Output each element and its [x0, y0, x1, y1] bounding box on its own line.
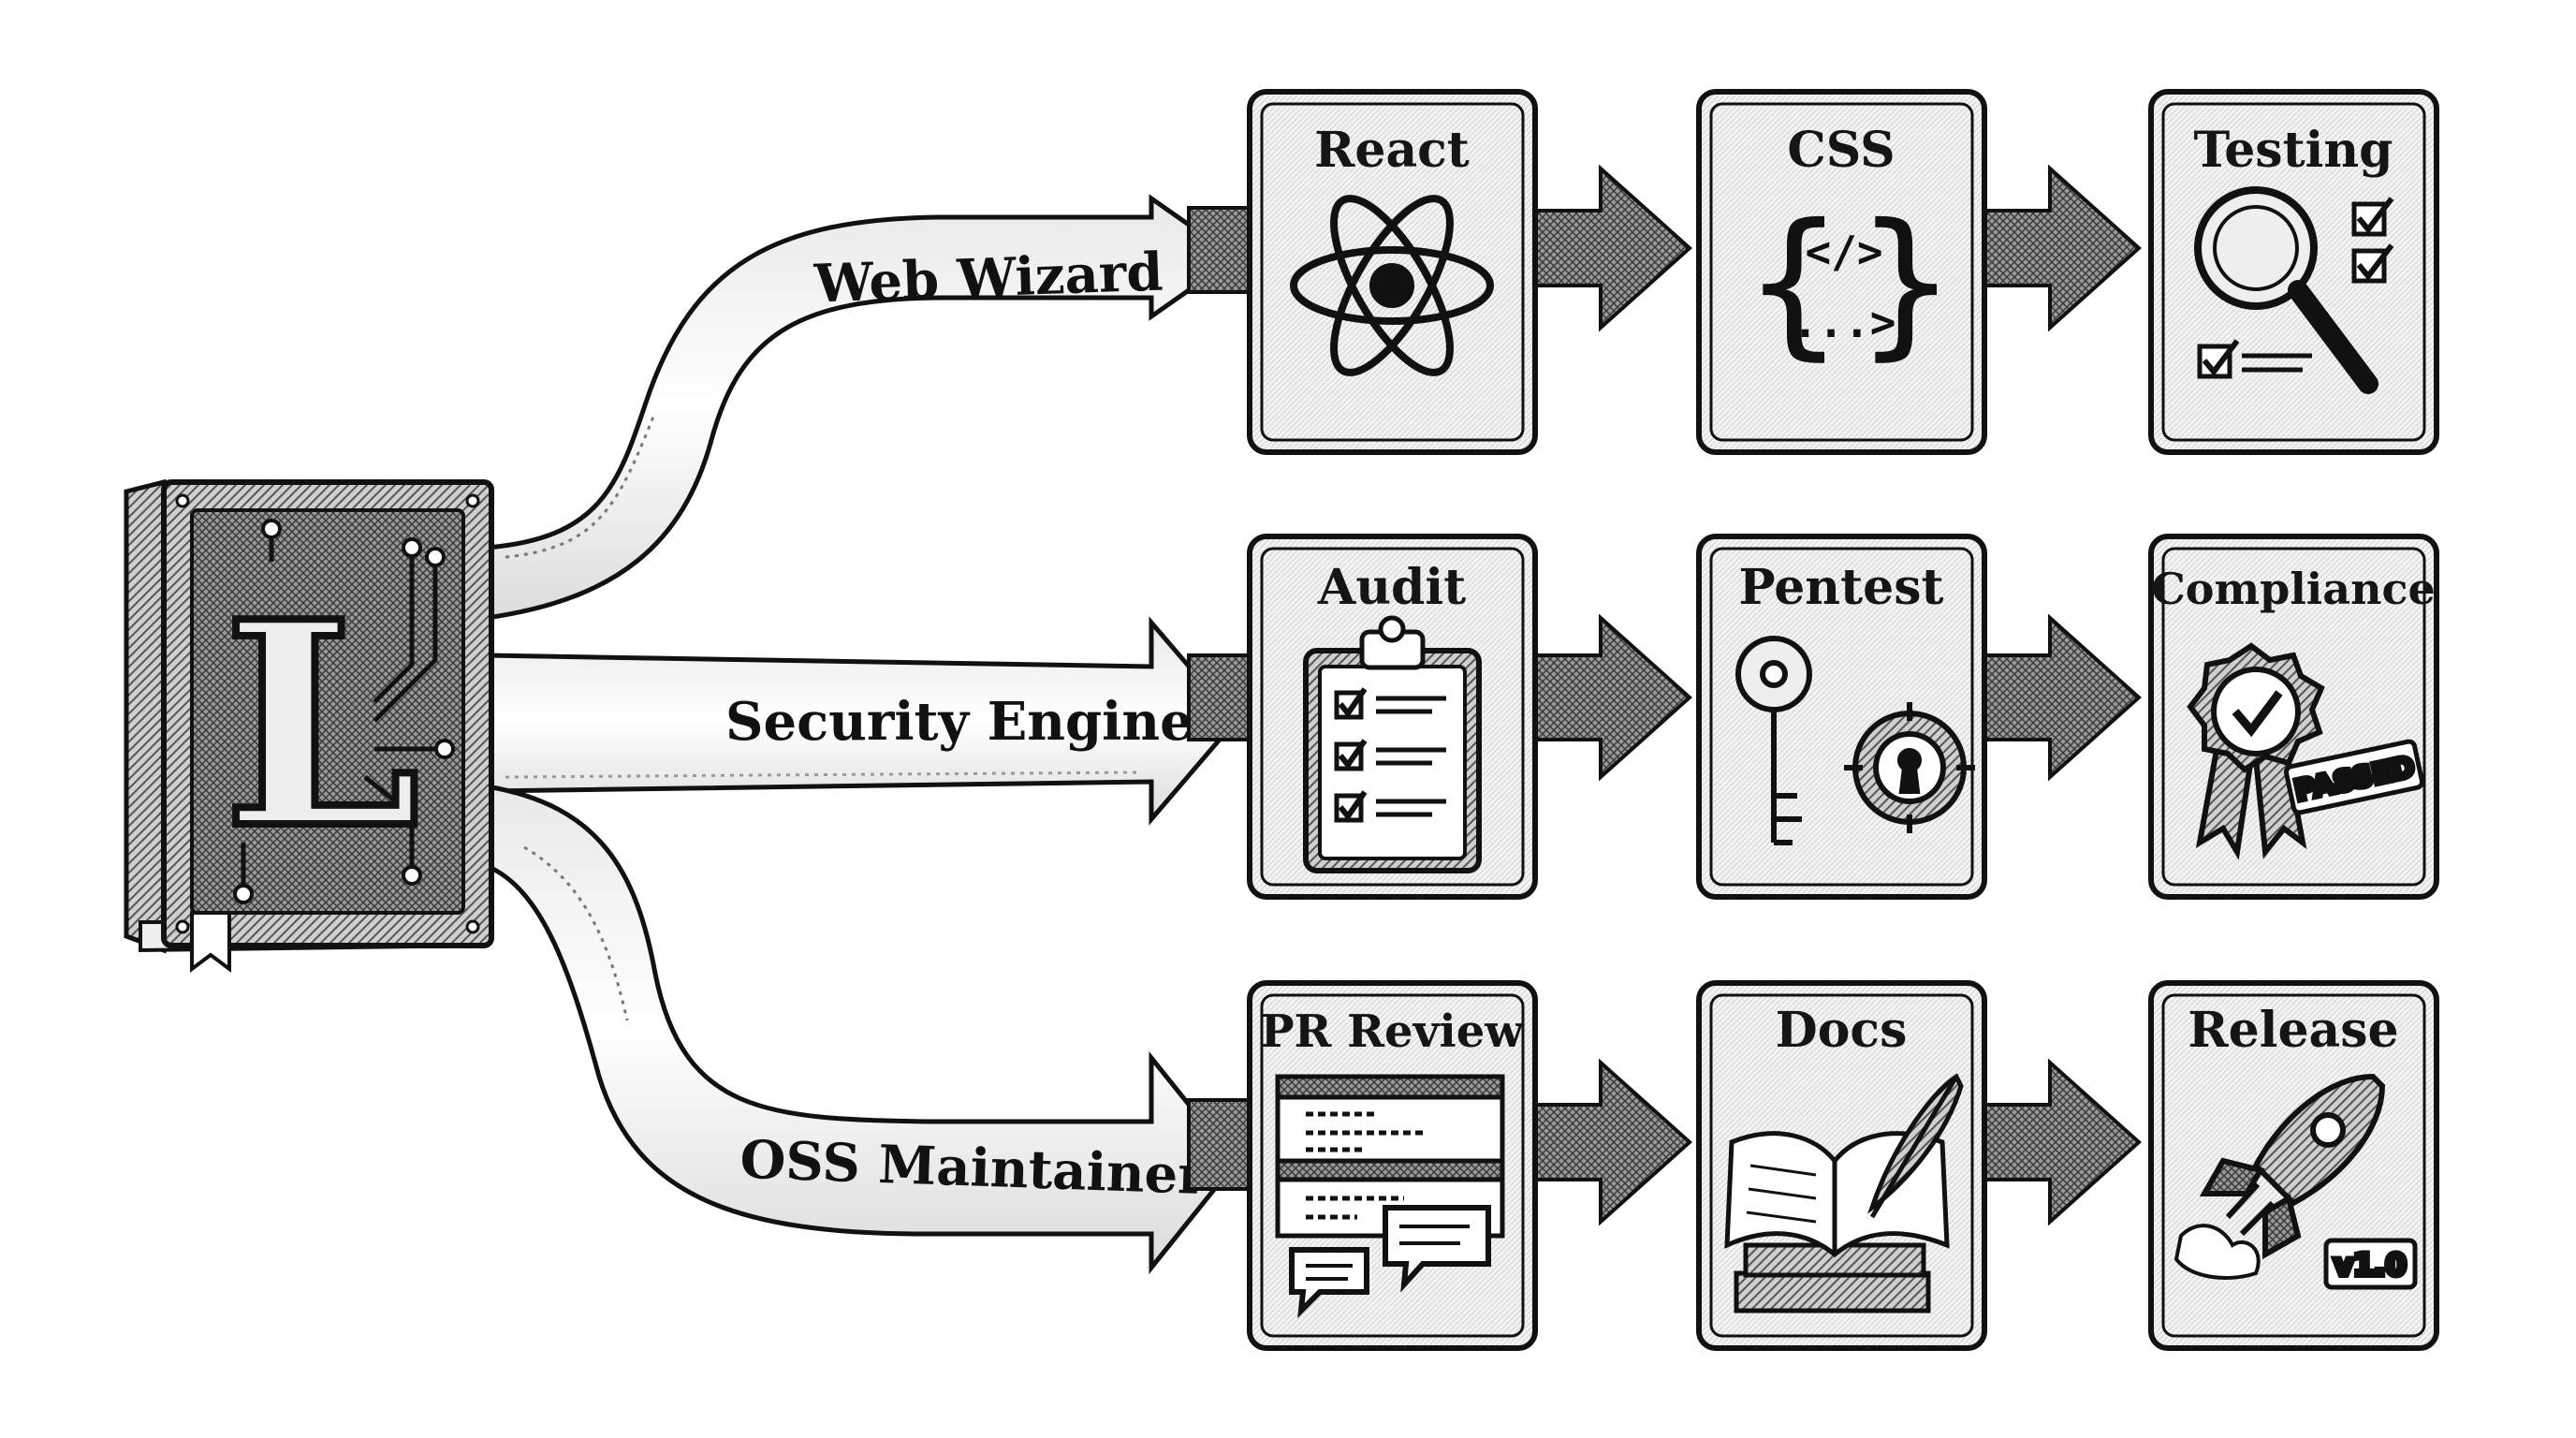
- path-label-web-wizard: Web Wizard: [812, 242, 1164, 315]
- arrow-pr-to-docs: [1533, 1058, 1692, 1226]
- card-title-css: CSS: [1787, 122, 1895, 179]
- card-compliance[interactable]: Compliance PASSED: [2148, 534, 2439, 900]
- css-code-top: </>: [1805, 227, 1882, 277]
- css-braces-icon: { } </> ...>: [1746, 190, 1954, 375]
- card-title-release: Release: [2188, 1002, 2398, 1059]
- ribbon-security-engineer: [484, 616, 1239, 826]
- path-label-security-engineer: Security Engineer: [725, 691, 1255, 753]
- ribbon-oss-maintainer: [484, 784, 1239, 1275]
- key-target-icon: [1735, 636, 1975, 845]
- react-atom-icon: [1290, 195, 1494, 376]
- arrow-docs-to-release: [1983, 1058, 2142, 1226]
- card-title-testing: Testing: [2193, 122, 2393, 179]
- card-css[interactable]: CSS { } </> ...>: [1696, 89, 1987, 455]
- circuit-book-icon: L: [124, 478, 494, 973]
- css-code-bottom: ...>: [1793, 297, 1896, 347]
- card-pentest[interactable]: Pentest: [1696, 534, 1987, 900]
- svg-text:{: {: [1746, 190, 1841, 375]
- magnifier-checklist-icon: [2194, 186, 2394, 394]
- card-testing[interactable]: Testing: [2148, 89, 2439, 455]
- path-ribbons: [484, 194, 1240, 1275]
- card-title-react: React: [1314, 122, 1470, 179]
- arrow-audit-to-pentest: [1533, 613, 1692, 782]
- card-title-compliance: Compliance: [2151, 564, 2436, 614]
- card-audit[interactable]: Audit: [1247, 534, 1538, 900]
- card-release[interactable]: Release v1.0: [2148, 980, 2439, 1351]
- arrow-react-to-css: [1533, 164, 1692, 332]
- card-title-pentest: Pentest: [1739, 559, 1944, 616]
- clipboard-checklist-icon: [1303, 615, 1482, 873]
- card-pr-review[interactable]: PR Review: [1247, 980, 1538, 1351]
- card-docs[interactable]: Docs: [1696, 980, 1987, 1351]
- card-title-pr-review: PR Review: [1260, 1005, 1525, 1058]
- book-letter: L: [223, 560, 420, 890]
- code-review-chat-icon: [1275, 1074, 1505, 1319]
- rocket-icon: v1.0: [2174, 1073, 2418, 1290]
- card-title-audit: Audit: [1317, 559, 1466, 616]
- card-title-docs: Docs: [1776, 1002, 1908, 1059]
- release-version: v1.0: [2334, 1247, 2407, 1283]
- book-quill-icon: [1724, 1073, 1964, 1313]
- arrow-css-to-testing: [1983, 164, 2142, 332]
- svg-text:}: }: [1858, 190, 1954, 375]
- card-react[interactable]: React: [1247, 89, 1538, 455]
- arrow-pentest-to-compliance: [1983, 613, 2142, 782]
